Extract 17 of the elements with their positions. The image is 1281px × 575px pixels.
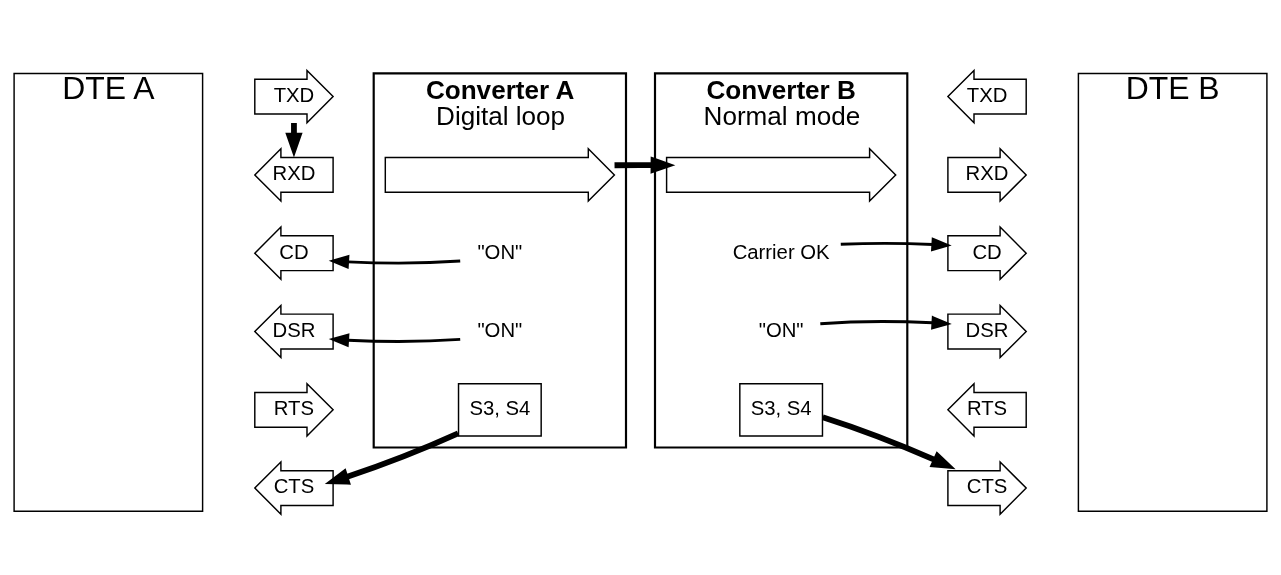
- arrow: [840, 236, 952, 251]
- node-arrow: [665, 146, 897, 203]
- arrow: [324, 430, 460, 485]
- node-box: S3, S4: [457, 382, 542, 437]
- arrow: [820, 315, 952, 330]
- node-arrow: [384, 146, 616, 203]
- node-text: "ON": [758, 318, 804, 341]
- node-text: "ON": [477, 240, 523, 263]
- arrow: [614, 155, 676, 174]
- node-box: DTE A: [13, 72, 204, 512]
- arrow: [328, 254, 461, 269]
- node-text: "ON": [477, 318, 523, 341]
- node-text: Carrier OK: [732, 240, 830, 263]
- node-box: DTE B: [1077, 72, 1268, 512]
- node-box: S3, S4: [739, 382, 824, 437]
- arrow: [821, 414, 956, 469]
- arrow: [328, 332, 461, 347]
